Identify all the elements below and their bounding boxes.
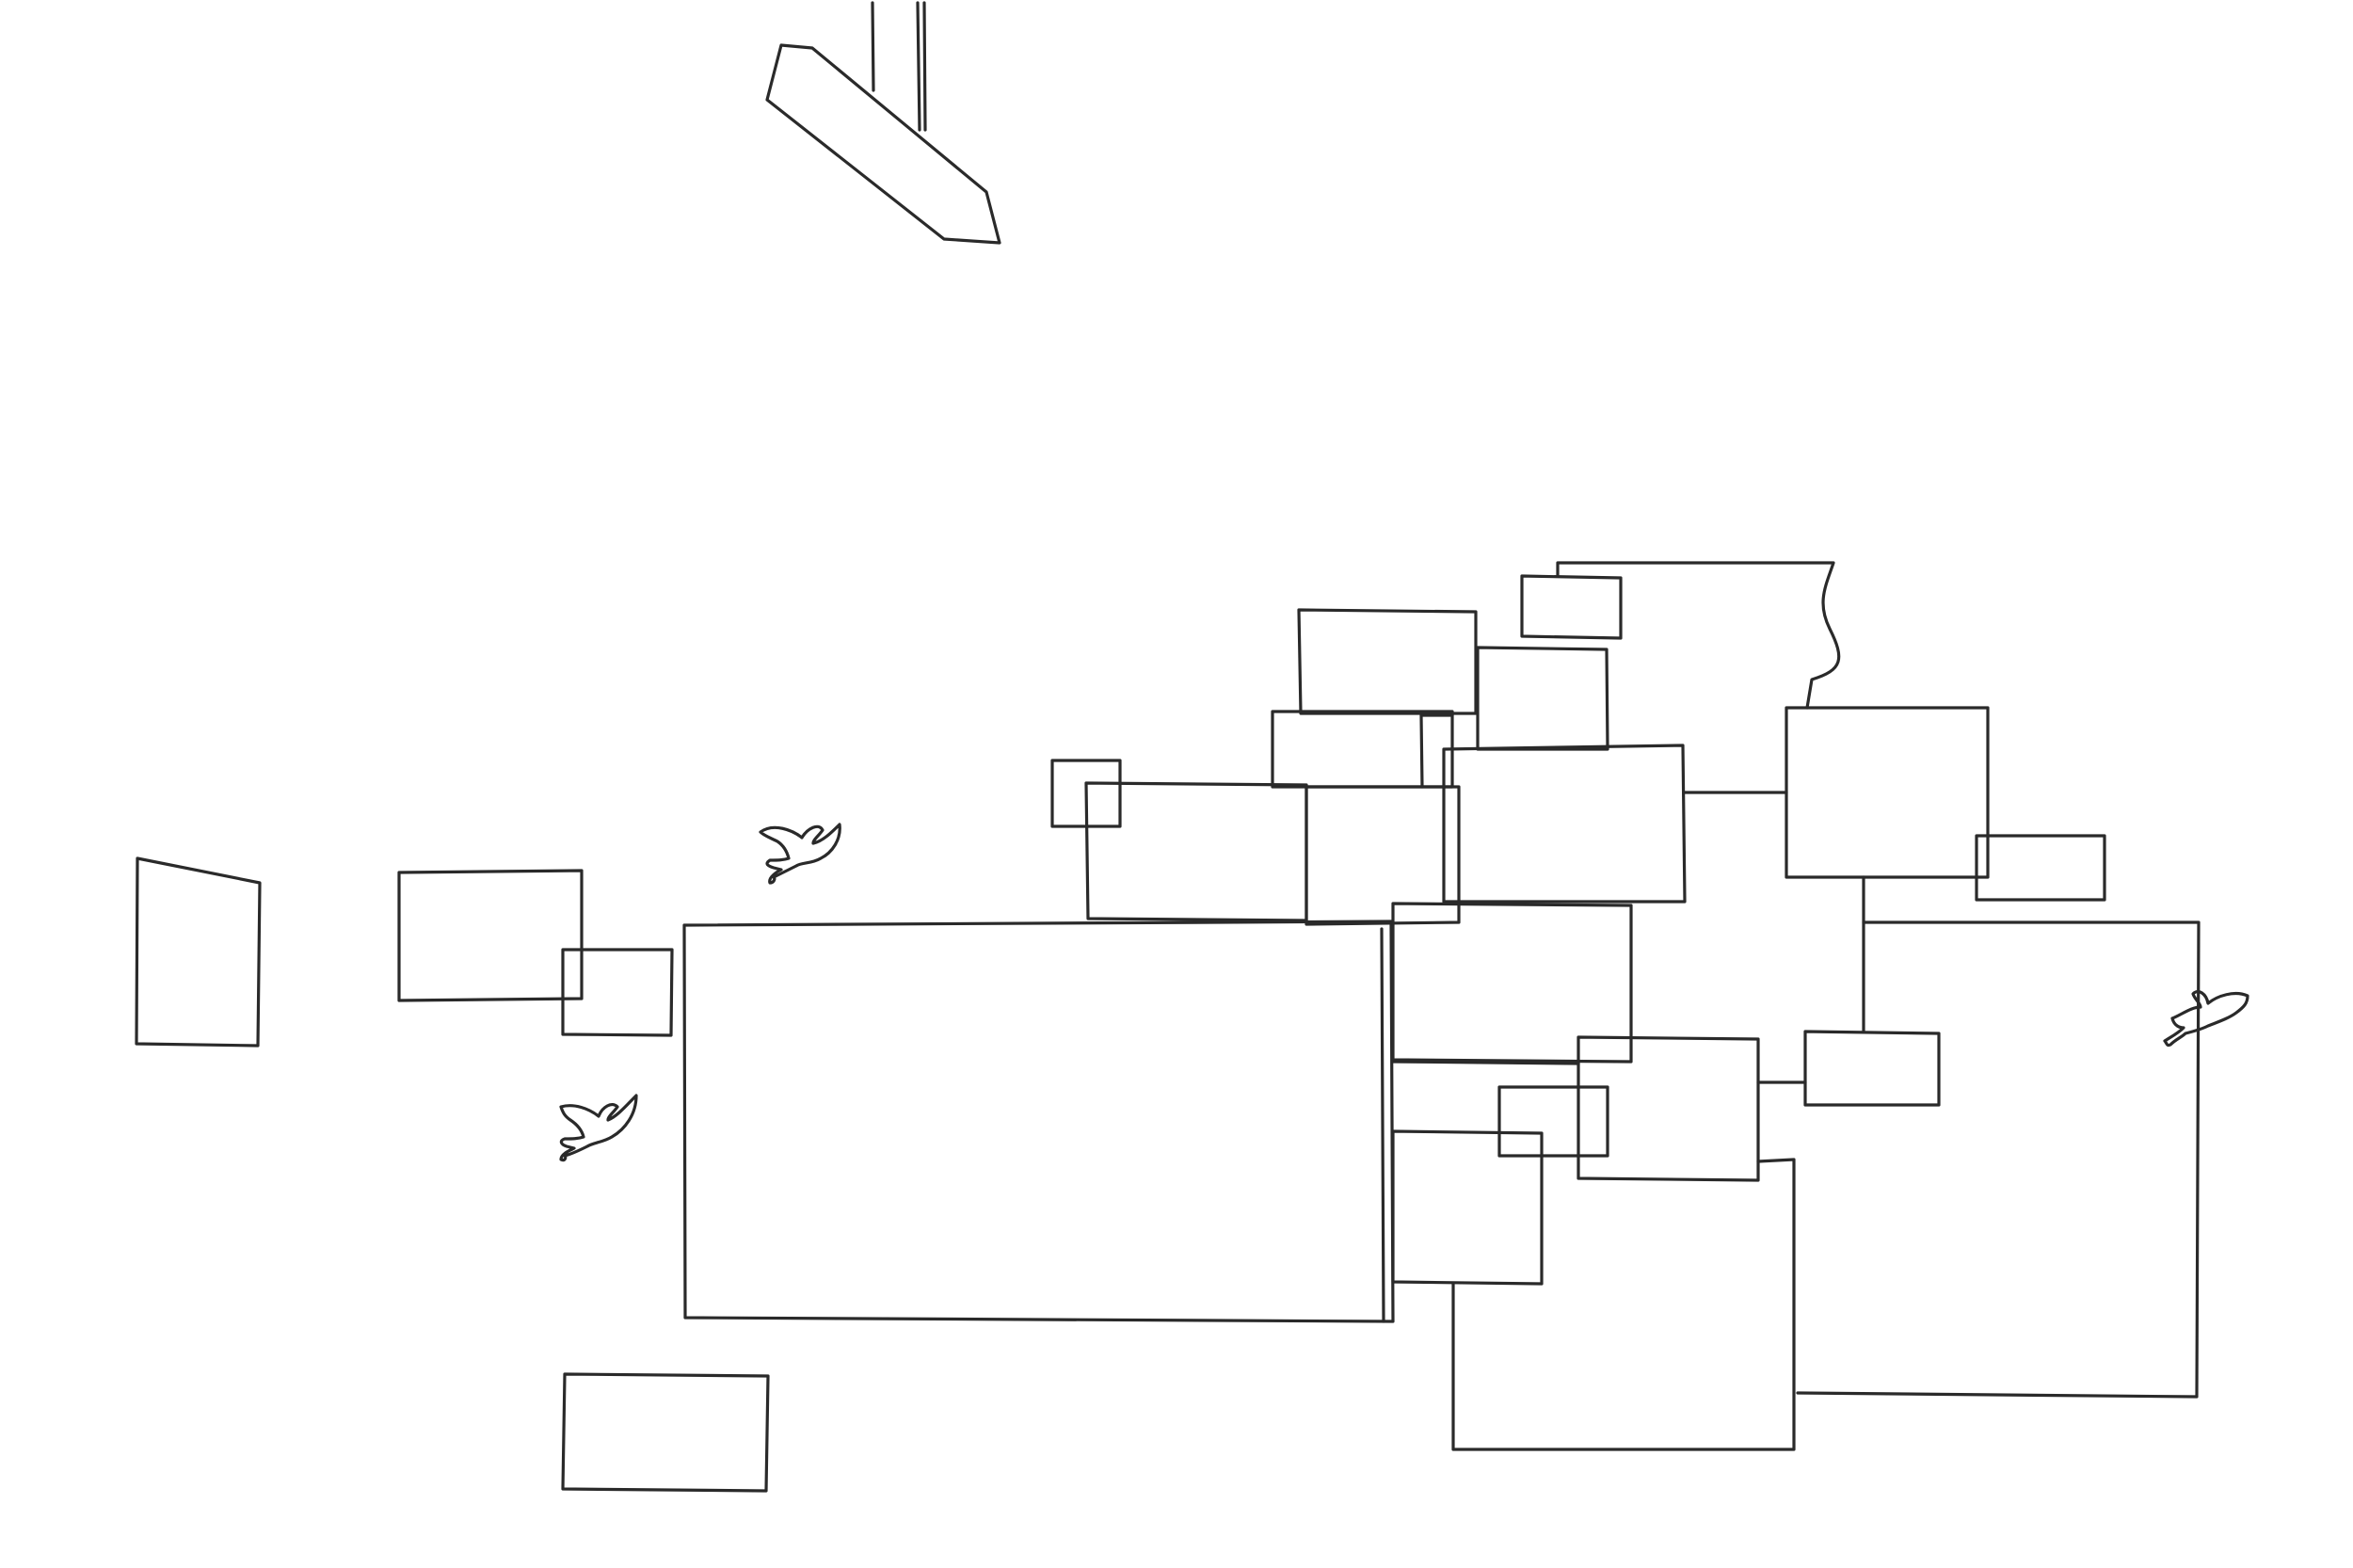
main-large-box xyxy=(682,920,1395,1323)
angel-figure-icon xyxy=(559,1094,638,1162)
cluster-box xyxy=(1803,1030,1941,1107)
cluster-box xyxy=(1391,902,1633,1064)
left-box xyxy=(397,869,584,1002)
angel-figure-icon xyxy=(759,823,841,885)
cluster-box xyxy=(1577,1035,1760,1182)
cluster-connector-line xyxy=(1391,1060,1580,1065)
cluster-box xyxy=(1796,920,2201,1399)
diagonal-beam-shape xyxy=(765,43,1001,245)
cluster-box xyxy=(1305,785,1461,926)
cluster-box xyxy=(1785,706,1990,879)
cluster-box xyxy=(1297,608,1478,715)
cluster-box xyxy=(1391,1129,1544,1286)
cluster-box xyxy=(1556,561,1841,710)
cluster-box xyxy=(1419,713,1454,789)
cluster-box xyxy=(1271,710,1454,789)
cluster-box xyxy=(1497,1085,1609,1158)
cluster-box xyxy=(1451,1158,1796,1451)
cluster-box xyxy=(1442,744,1687,904)
cluster-box xyxy=(1476,646,1609,751)
left-small-box xyxy=(561,948,674,1037)
cluster-box xyxy=(1520,574,1623,640)
angel-figure-icon xyxy=(2163,990,2249,1048)
cluster-box xyxy=(1975,834,2106,902)
vertical-beam-line xyxy=(871,1,927,132)
bottom-left-box xyxy=(561,1372,770,1493)
main-large-box-inner-edge xyxy=(1380,927,1385,1323)
left-trapezoid-box xyxy=(135,856,262,1048)
cluster-box xyxy=(1050,759,1122,828)
